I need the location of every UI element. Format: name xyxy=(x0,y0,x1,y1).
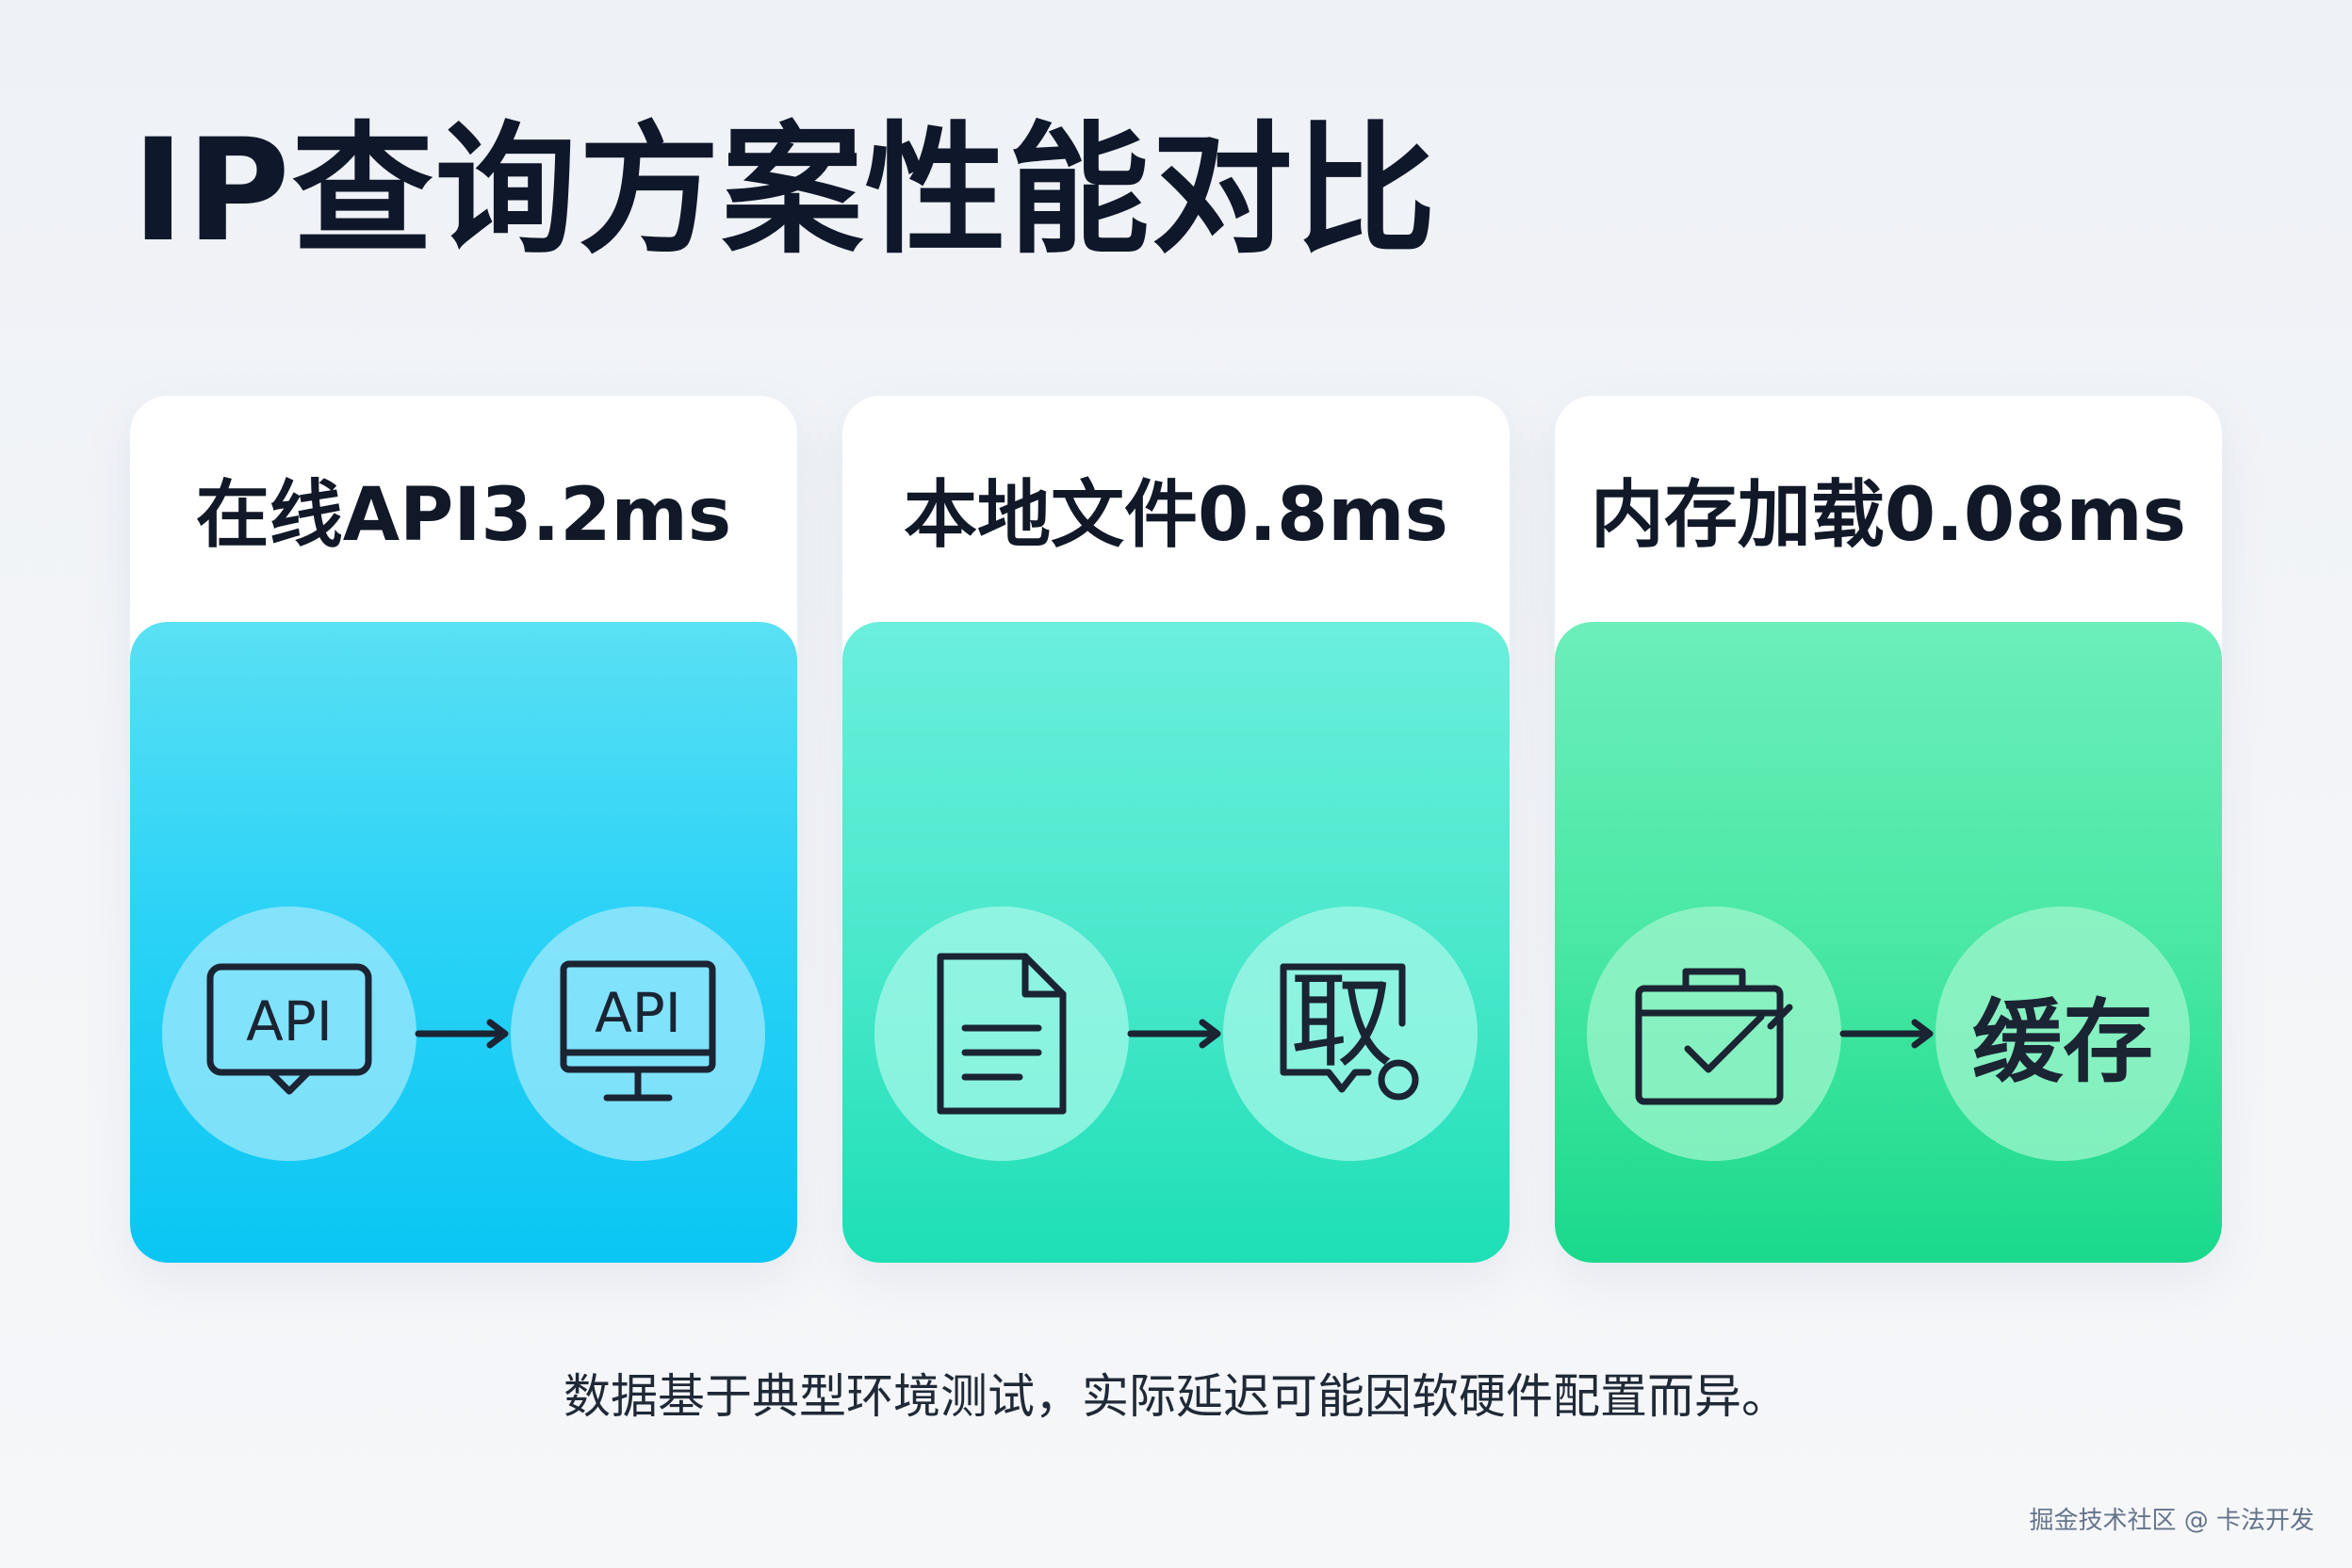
api-message-icon: API xyxy=(206,963,372,1095)
card-illustration: 缓存 xyxy=(1555,622,2222,1263)
svg-text:API: API xyxy=(595,981,681,1045)
card-heading: 内存加载0.08ms xyxy=(1590,473,2187,558)
icon-circle: 缓存 xyxy=(1936,906,2190,1161)
card-heading: 在线API3.2ms xyxy=(195,473,732,558)
card-memory-load: 内存加载0.08ms 缓存 xyxy=(1555,396,2222,1263)
page-title: IP查询方案性能对比 xyxy=(132,109,1438,273)
cache-label: 缓存 xyxy=(1972,988,2153,1095)
card-illustration: API API xyxy=(130,622,797,1263)
card-heading: 本地文件0.8ms xyxy=(904,473,1448,558)
icon-circle xyxy=(1587,906,1841,1161)
icon-circle: 取 xyxy=(1223,906,1478,1161)
card-local-file: 本地文件0.8ms 取 xyxy=(842,396,1510,1263)
icon-circle xyxy=(874,906,1129,1161)
icon-circle: API xyxy=(511,906,765,1161)
card-illustration: 取 xyxy=(842,622,1510,1263)
icon-circle: API xyxy=(162,906,416,1161)
api-monitor-icon: API xyxy=(560,960,716,1102)
fetch-icon: 取 xyxy=(1280,961,1419,1101)
card-online-api: 在线API3.2ms API API xyxy=(130,396,797,1263)
document-icon xyxy=(937,953,1067,1115)
memory-check-icon xyxy=(1635,968,1793,1105)
footnote: 数据基于典型环境测试，实际延迟可能因软硬件配置而异。 xyxy=(564,1369,1788,1424)
arrow-right-icon xyxy=(415,1019,509,1049)
watermark: 掘金技术社区 @ 卡法开发 xyxy=(2029,1507,2314,1535)
svg-text:取: 取 xyxy=(1290,961,1394,1082)
arrow-right-icon xyxy=(1839,1019,1934,1049)
arrow-right-icon xyxy=(1127,1019,1221,1049)
svg-text:API: API xyxy=(246,989,333,1054)
